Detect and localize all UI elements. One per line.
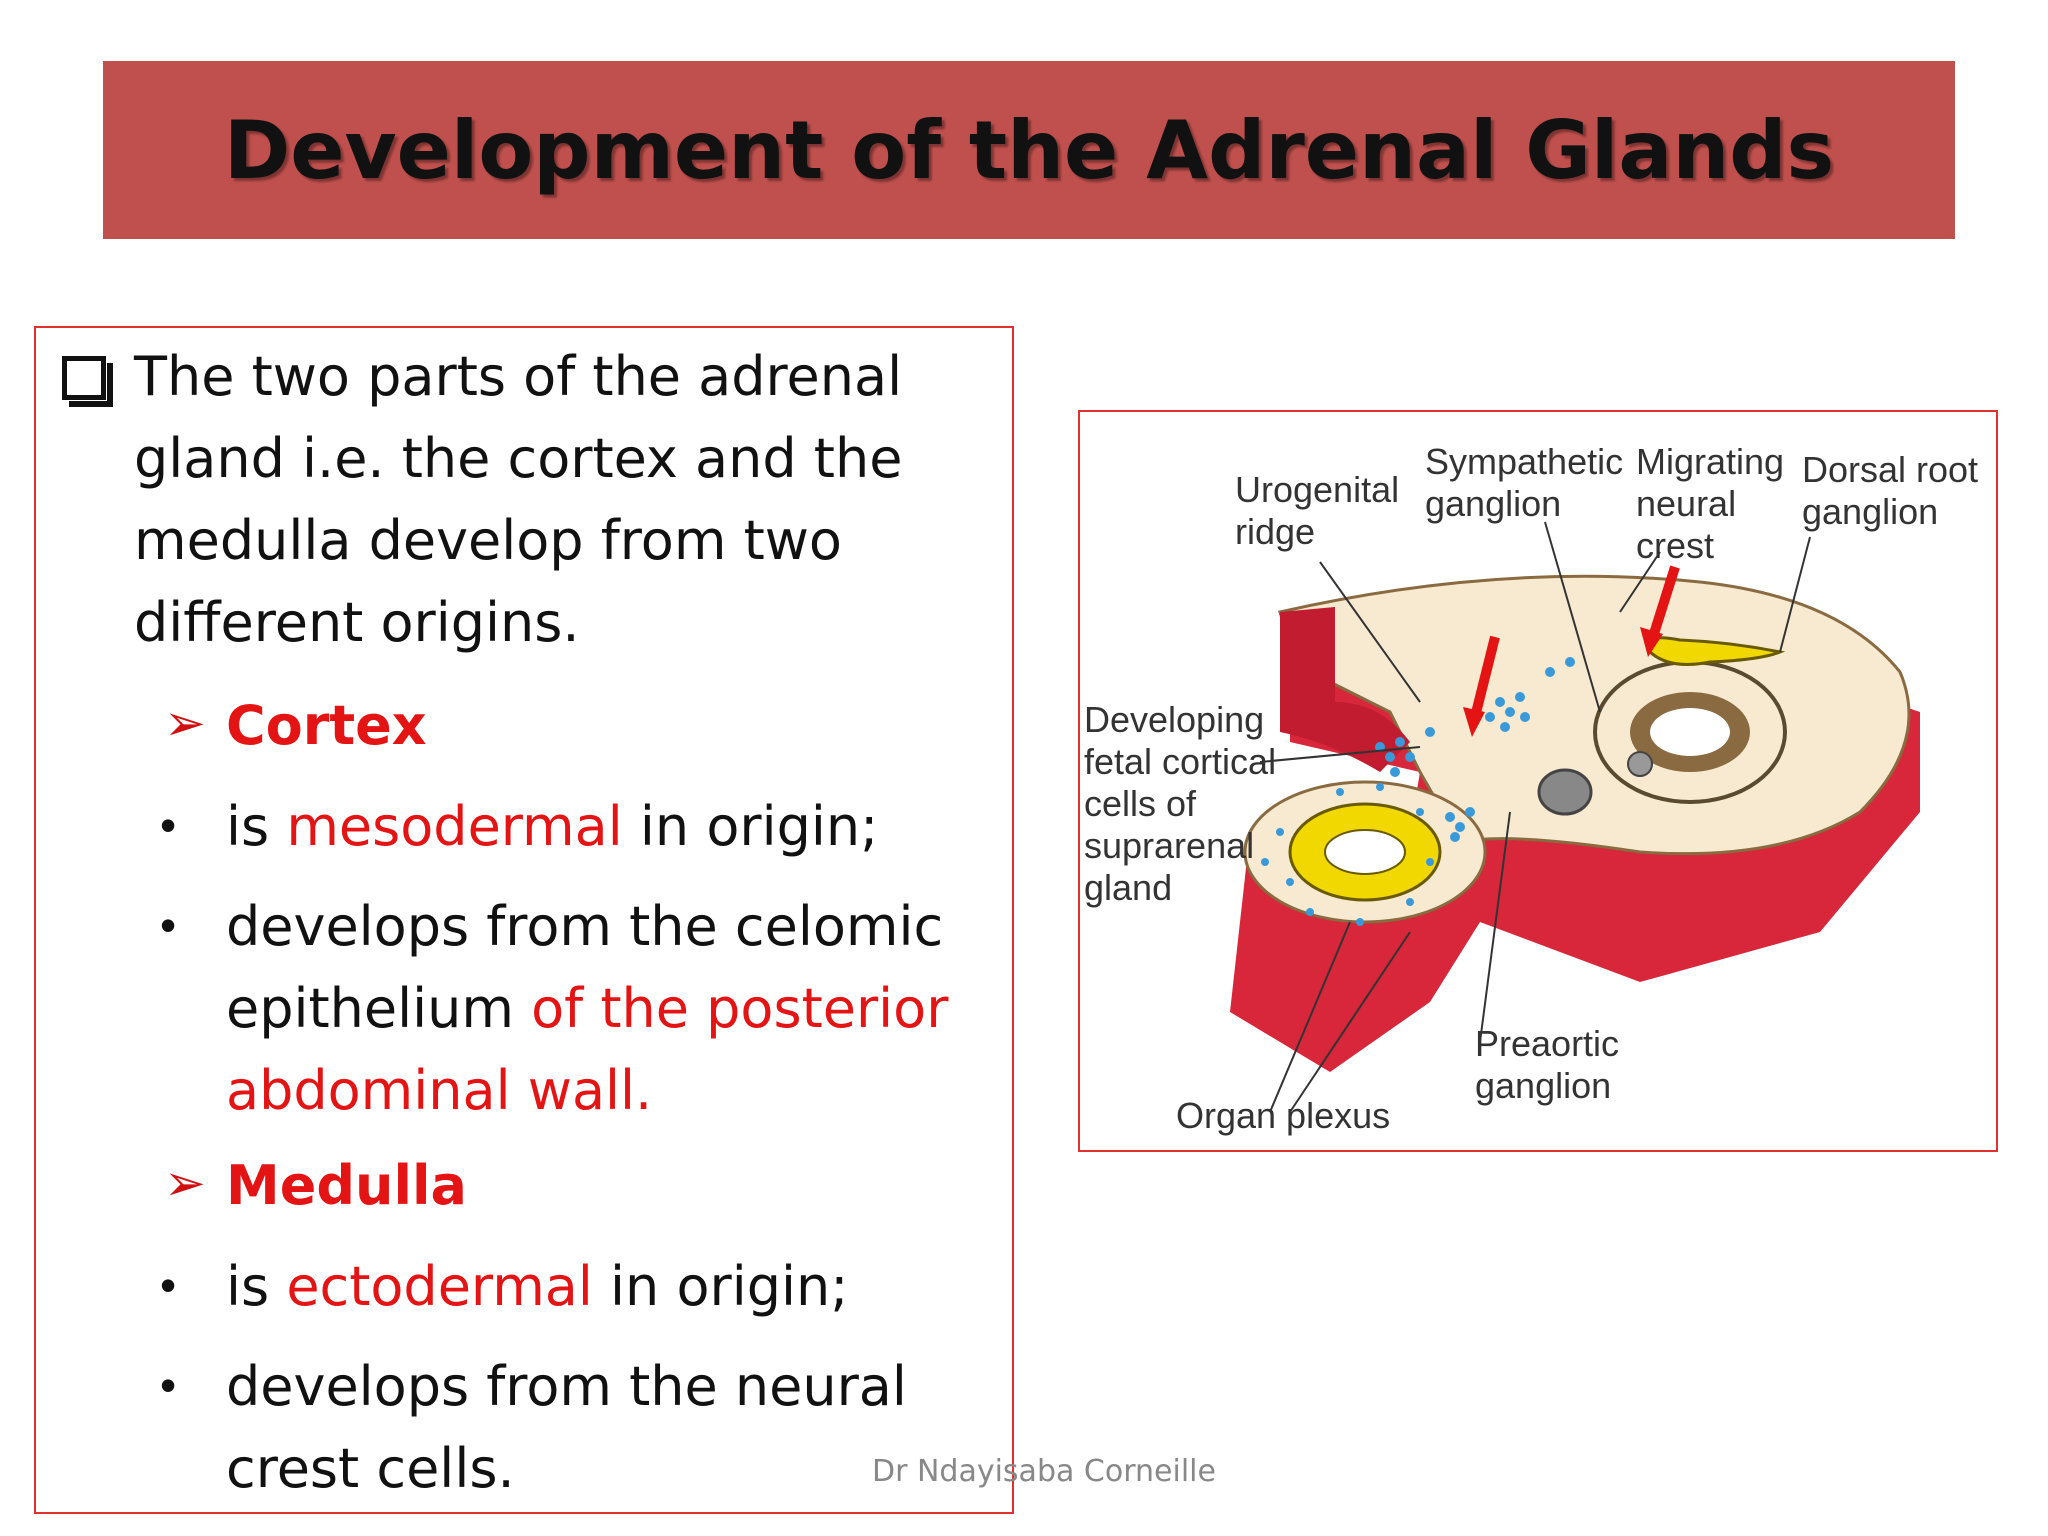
intro-line: The two parts of the adrenal bbox=[134, 345, 903, 408]
urogenital-ridge-shape bbox=[1280, 607, 1410, 772]
highlight-posterior: of the posterior bbox=[531, 977, 949, 1040]
label-suprarenal: suprarenal bbox=[1084, 825, 1254, 866]
label-neural: neural bbox=[1636, 483, 1736, 524]
medulla-heading: Medulla bbox=[226, 1154, 467, 1217]
highlight-mesodermal: mesodermal bbox=[286, 795, 623, 858]
label-dorsal-root: Dorsal root bbox=[1802, 449, 1978, 490]
bullet-dot-icon: • bbox=[160, 799, 177, 851]
label-migrating: Migrating bbox=[1636, 441, 1784, 482]
intro-line: different origins. bbox=[134, 591, 580, 654]
medulla-bullet-2: develops from the neural crest cells. bbox=[226, 1346, 907, 1510]
cortex-heading: Cortex bbox=[226, 694, 427, 757]
gut-center-shape bbox=[1324, 829, 1406, 875]
label-sympathetic-ganglion: ganglion bbox=[1425, 483, 1561, 524]
text-span: in origin; bbox=[622, 795, 879, 858]
medulla-bullet-1: is ectodermal in origin; bbox=[226, 1246, 848, 1328]
label-preaortic: Preaortic bbox=[1475, 1023, 1619, 1064]
label-organ-plexus: Organ plexus bbox=[1176, 1095, 1390, 1136]
checkbox-bullet-icon bbox=[62, 356, 113, 407]
cortex-bullet-1: is mesodermal in origin; bbox=[226, 786, 878, 868]
label-cells-of: cells of bbox=[1084, 783, 1197, 824]
adrenal-development-diagram: Urogenital ridge Sympathetic ganglion Mi… bbox=[1084, 441, 1978, 1136]
text-span: is bbox=[226, 1255, 287, 1318]
slide-title: Development of the Adrenal Glands bbox=[223, 103, 1835, 197]
intro-line: gland i.e. the cortex and the bbox=[134, 427, 903, 490]
label-preaortic-ganglion: ganglion bbox=[1475, 1065, 1611, 1106]
intro-paragraph: The two parts of the adrenal gland i.e. … bbox=[134, 336, 902, 664]
red-arrow-icon bbox=[1463, 635, 1500, 737]
title-bar: Development of the Adrenal Glands bbox=[103, 61, 1955, 239]
label-developing: Developing bbox=[1084, 699, 1264, 740]
arrow-bullet-icon: ➢ bbox=[164, 1154, 206, 1212]
bullet-dot-icon: • bbox=[160, 1259, 177, 1311]
text-span: epithelium bbox=[226, 977, 532, 1040]
text-span: is bbox=[226, 795, 287, 858]
label-gland: gland bbox=[1084, 867, 1172, 908]
label-ridge: ridge bbox=[1235, 511, 1315, 552]
leader-lines bbox=[1259, 521, 1811, 1113]
label-dorsal-ganglion: ganglion bbox=[1802, 491, 1938, 532]
text-line: develops from the celomic bbox=[226, 895, 944, 958]
cortex-bullet-2: develops from the celomic epithelium of … bbox=[226, 886, 948, 1132]
label-sympathetic: Sympathetic bbox=[1425, 441, 1623, 482]
diagram-box: Urogenital ridge Sympathetic ganglion Mi… bbox=[1078, 410, 1998, 1152]
text-line: crest cells. bbox=[226, 1437, 515, 1500]
text-line: epithelium of the posterior bbox=[226, 968, 948, 1050]
intro-line: medulla develop from two bbox=[134, 509, 842, 572]
aorta-shape bbox=[1537, 768, 1593, 816]
text-content-box: The two parts of the adrenal gland i.e. … bbox=[34, 326, 1014, 1514]
text-span: in origin; bbox=[592, 1255, 849, 1318]
notochord-shape bbox=[1627, 751, 1653, 777]
bullet-dot-icon: • bbox=[160, 1359, 177, 1411]
label-crest: crest bbox=[1636, 525, 1714, 566]
red-arrow-icon bbox=[1640, 565, 1680, 657]
highlight-ectodermal: ectodermal bbox=[286, 1255, 593, 1318]
text-line: develops from the neural bbox=[226, 1355, 907, 1418]
label-fetal-cortical: fetal cortical bbox=[1084, 741, 1276, 782]
highlight-abdominal-wall: abdominal wall. bbox=[226, 1059, 653, 1122]
bullet-dot-icon: • bbox=[160, 899, 177, 951]
neural-crest-cells bbox=[1261, 657, 1575, 926]
label-urogenital: Urogenital bbox=[1235, 469, 1399, 510]
spinal-canal-shape bbox=[1650, 708, 1730, 756]
arrow-bullet-icon: ➢ bbox=[164, 694, 206, 752]
footer-author: Dr Ndayisaba Corneille bbox=[872, 1454, 1216, 1489]
